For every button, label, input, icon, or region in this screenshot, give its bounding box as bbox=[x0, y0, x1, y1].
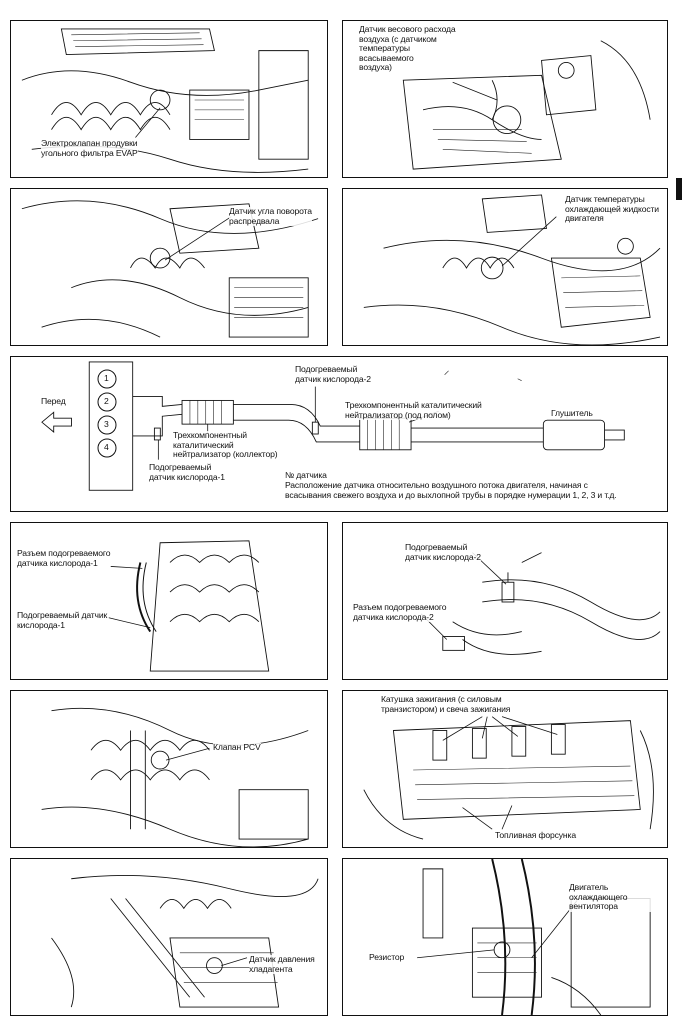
cylinder-4 bbox=[97, 438, 117, 458]
panel-pcv-valve: Клапан PCV bbox=[10, 690, 328, 848]
label-pcv-valve: Клапан PCV bbox=[213, 742, 261, 753]
engine-illustration bbox=[41, 707, 309, 847]
cylinder-2 bbox=[97, 392, 117, 412]
panel-mass-air-flow-sensor: Датчик весового расхода воздуха (с датчи… bbox=[342, 20, 668, 178]
panel-refrigerant-pressure-sensor: Датчик давления хладагента bbox=[10, 858, 328, 1016]
engine-illustration bbox=[363, 716, 654, 840]
cylinder-block bbox=[97, 369, 117, 458]
engine-illustration bbox=[108, 540, 270, 672]
label-oxygen-sensor-2: Подогреваемый датчик кислорода-2 bbox=[405, 542, 481, 563]
exhaust-diagram bbox=[41, 361, 625, 491]
label-maf-sensor: Датчик весового расхода воздуха (с датчи… bbox=[359, 24, 456, 73]
panel-coolant-temp-sensor: Датчик температуры охлаждающей жидкости … bbox=[342, 188, 668, 346]
front-arrow-icon bbox=[41, 411, 72, 433]
panel-oxygen-sensor-1: Разъем подогреваемого датчика кислорода-… bbox=[10, 522, 328, 680]
muffler bbox=[542, 419, 605, 451]
label-ignition-coil: Катушка зажигания (с силовым транзисторо… bbox=[381, 694, 511, 715]
label-resistor: Резистор bbox=[369, 952, 405, 963]
label-refrigerant-pressure-sensor: Датчик давления хладагента bbox=[249, 954, 315, 975]
engine-illustration bbox=[363, 194, 661, 345]
panel-exhaust-system: 1 2 3 4 Перед Подогреваемый датчик кисло… bbox=[10, 356, 668, 512]
label-cooling-fan-motor: Двигатель охлаждающего вентилятора bbox=[569, 882, 667, 912]
engine-illustration bbox=[402, 40, 651, 170]
label-oxygen-sensor-1: Подогреваемый датчик кислорода-1 bbox=[17, 610, 108, 631]
label-oxygen-sensor-2: Подогреваемый датчик кислорода-2 bbox=[295, 364, 371, 385]
engine-illustration bbox=[51, 875, 319, 1008]
label-catalyst-manifold: Трехкомпонентный каталитический нейтрали… bbox=[173, 430, 278, 460]
panel-cooling-fan-motor: Резистор Двигатель охлаждающего вентилят… bbox=[342, 858, 668, 1016]
cylinder-label-2: 2 bbox=[104, 396, 109, 406]
panel-camshaft-sensor: Датчик угла поворота распредвала bbox=[10, 188, 328, 346]
label-oxygen-sensor-2-connector: Разъем подогреваемого датчика кислорода-… bbox=[353, 602, 447, 623]
cylinder-label-3: 3 bbox=[104, 419, 109, 429]
cylinder-label-1: 1 bbox=[104, 373, 109, 383]
label-coolant-temp-sensor: Датчик температуры охлаждающей жидкости … bbox=[565, 194, 659, 224]
oxygen-sensor-1 bbox=[153, 427, 161, 441]
label-front: Перед bbox=[41, 396, 66, 407]
page-edge-tab bbox=[676, 178, 682, 200]
label-catalyst-floor: Трехкомпонентный каталитический нейтрали… bbox=[345, 400, 482, 421]
underbody-illustration bbox=[420, 552, 661, 655]
oxygen-sensor-2 bbox=[311, 421, 319, 435]
label-muffler: Глушитель bbox=[551, 408, 593, 419]
label-camshaft-sensor: Датчик угла поворота распредвала bbox=[229, 206, 312, 227]
engine-illustration bbox=[21, 28, 309, 173]
label-oxygen-sensor-1-connector: Разъем подогреваемого датчика кислорода-… bbox=[17, 548, 111, 569]
engine-illustration bbox=[21, 200, 319, 338]
label-fuel-injector: Топливная форсунка bbox=[495, 830, 576, 841]
panel-ignition-coil-injector: Катушка зажигания (с силовым транзисторо… bbox=[342, 690, 668, 848]
cylinder-label-4: 4 bbox=[104, 442, 109, 452]
note-title: № датчика bbox=[285, 470, 327, 481]
note-body: Расположение датчика относительно воздуш… bbox=[285, 480, 617, 501]
label-evap-valve: Электроклапан продувки угольного фильтра… bbox=[41, 138, 138, 159]
cylinder-3 bbox=[97, 415, 117, 435]
panel-oxygen-sensor-2: Подогреваемый датчик кислорода-2 Разъем … bbox=[342, 522, 668, 680]
panel-evap-purge-valve: Электроклапан продувки угольного фильтра… bbox=[10, 20, 328, 178]
cylinder-1 bbox=[97, 369, 117, 389]
label-oxygen-sensor-1: Подогреваемый датчик кислорода-1 bbox=[149, 462, 225, 483]
